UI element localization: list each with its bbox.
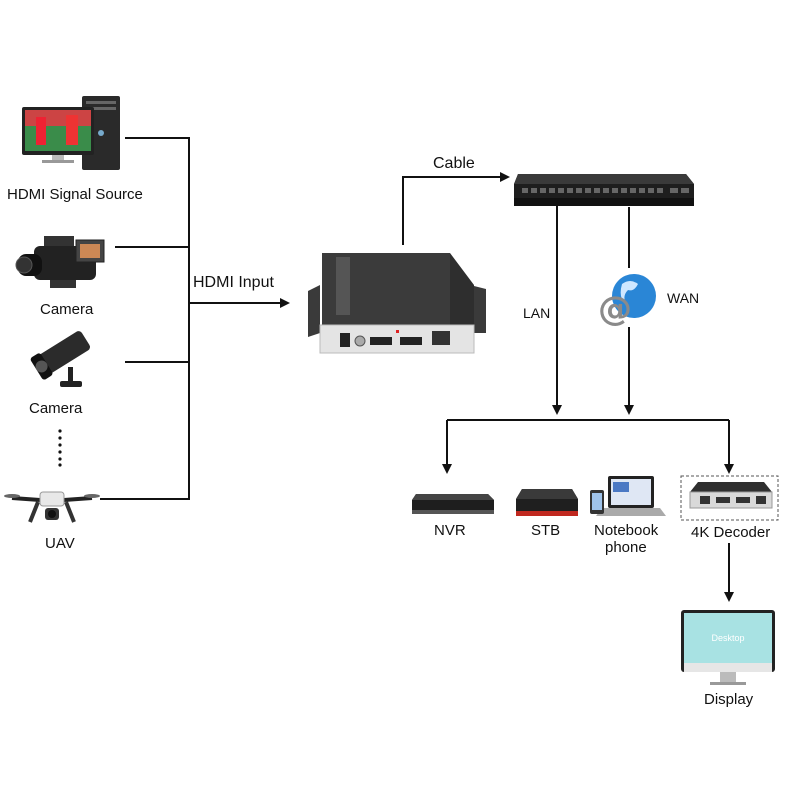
- cctv-camera-icon: [30, 331, 90, 387]
- notebook-label: Notebook: [594, 522, 659, 539]
- camera-label-1: Camera: [40, 301, 94, 318]
- stb-device-icon: [516, 489, 578, 516]
- nvr-device-icon: [412, 494, 494, 514]
- nvr-label: NVR: [434, 522, 466, 539]
- drone-icon: [4, 491, 100, 523]
- decoder-dashed-frame: [680, 475, 779, 521]
- more-devices-dots: [58, 429, 62, 467]
- pc-tower-icon: [22, 96, 120, 170]
- lan-label: LAN: [523, 305, 551, 321]
- network-switch-icon: [514, 174, 694, 206]
- cable-arrow: [402, 172, 510, 245]
- hdmi-encoder-device-icon: [308, 253, 486, 354]
- display-label: Display: [704, 691, 754, 708]
- hdmi-input-label: HDMI Input: [193, 274, 274, 291]
- wan-label: WAN: [667, 290, 700, 306]
- display-monitor-icon: Desktop: [681, 610, 775, 688]
- phone-label: phone: [605, 539, 647, 556]
- decoder-label: 4K Decoder: [691, 524, 771, 541]
- camera-label-2: Camera: [29, 400, 83, 417]
- display-screen: Desktop: [684, 613, 772, 663]
- svg-text:@: @: [598, 289, 632, 326]
- decoder-device-icon: [689, 482, 773, 509]
- stb-label: STB: [531, 522, 561, 539]
- hdmi-signal-source-label: HDMI Signal Source: [7, 186, 143, 203]
- notebook-phone-icon: [590, 476, 666, 516]
- uav-label: UAV: [45, 535, 75, 552]
- camcorder-icon: [15, 236, 105, 288]
- internet-globe-icon: @: [598, 274, 656, 326]
- cable-label: Cable: [433, 155, 475, 172]
